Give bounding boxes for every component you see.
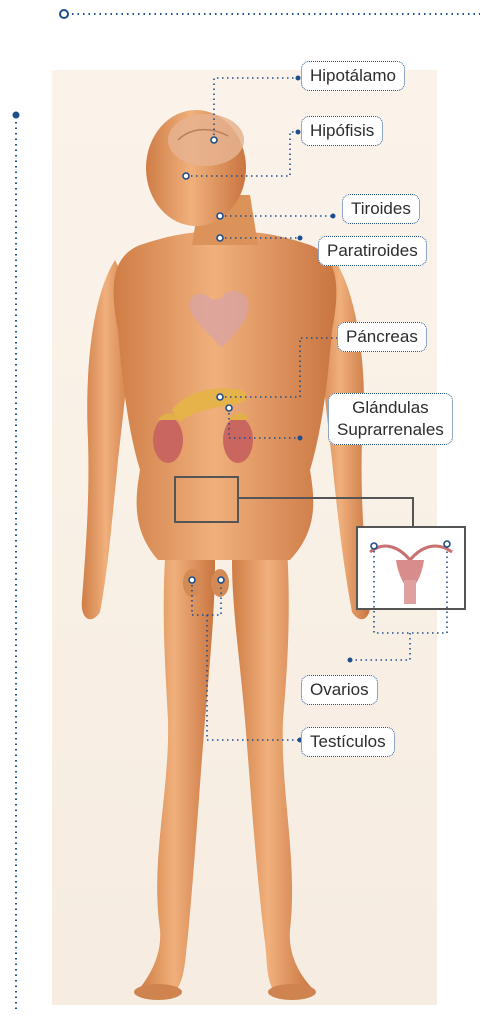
label-pancreas: Páncreas: [337, 322, 427, 352]
label-paratiroides: Paratiroides: [318, 236, 427, 266]
label-tiroides: Tiroides: [342, 194, 420, 224]
label-testiculos: Testículos: [301, 727, 395, 757]
left-rule-start-dot: [13, 112, 20, 119]
label-glandulas-line1: Glándulas: [337, 397, 444, 419]
label-ovarios: Ovarios: [301, 675, 378, 705]
label-hipotalamo: Hipotálamo: [301, 61, 405, 91]
label-hipofisis: Hipófisis: [301, 116, 383, 146]
label-glandulas-suprarrenales: Glándulas Suprarrenales: [328, 393, 453, 445]
top-rule-start-dot: [60, 10, 68, 18]
label-glandulas-line2: Suprarrenales: [337, 419, 444, 441]
